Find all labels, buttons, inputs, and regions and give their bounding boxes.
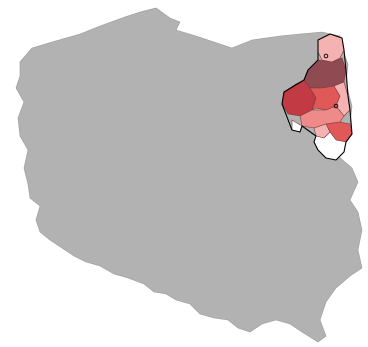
city-marker-suwalki: [323, 53, 329, 59]
poland-country-shape: [15, 7, 363, 343]
podlaskie-voivodeship: [281, 33, 353, 161]
city-marker-bialystok: [333, 103, 339, 109]
podlaskie-border: [281, 33, 353, 161]
region-east: [333, 81, 351, 117]
region-south-central: [299, 105, 345, 129]
